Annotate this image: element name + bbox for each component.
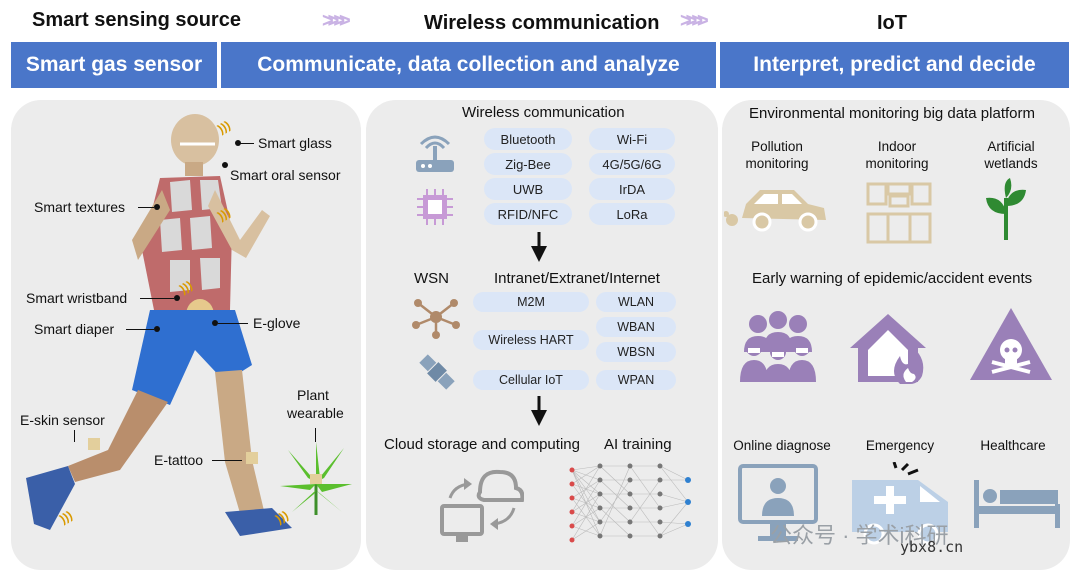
monitoring-label: Pollution monitoring — [738, 138, 816, 172]
protocol-pill: RFID/NFC — [484, 203, 572, 225]
protocol-pill: IrDA — [589, 178, 675, 200]
ambulance-icon — [852, 462, 948, 545]
neural-network-icon — [569, 463, 691, 543]
pointer-line — [315, 428, 316, 442]
ai-title: AI training — [604, 436, 672, 453]
group-masks-icon — [740, 311, 816, 382]
warning-title: Early warning of epidemic/accident event… — [752, 270, 1033, 287]
label-smart-diaper: Smart diaper — [34, 321, 115, 337]
hazard-skull-icon — [970, 308, 1052, 380]
protocol-pill: UWB — [484, 178, 572, 200]
pointer-line — [74, 430, 75, 442]
router-icon — [416, 135, 454, 172]
cloud-title: Cloud storage and computing — [384, 436, 580, 453]
network-node-icon — [412, 299, 460, 339]
car-pollution-icon — [724, 190, 826, 232]
label-e-skin-sensor: E-skin sensor — [20, 412, 105, 428]
iot-title: IoT — [877, 12, 907, 34]
network-title: Intranet/Extranet/Internet — [494, 270, 660, 287]
header-right: Interpret, predict and decide — [720, 42, 1069, 88]
chevron-arrow-icon: >>>> — [680, 10, 709, 32]
protocol-pill: Bluetooth — [484, 128, 572, 150]
down-arrow-icon — [531, 396, 547, 426]
hospital-bed-icon — [974, 480, 1060, 528]
service-label: Healthcare — [980, 438, 1046, 453]
header-middle: Communicate, data collection and analyze — [221, 42, 716, 88]
down-arrow-icon — [531, 232, 547, 262]
network-pill: Wireless HART — [473, 330, 589, 350]
house-fire-icon — [850, 314, 926, 384]
source-title: Smart sensing source — [32, 9, 241, 31]
network-pill: WLAN — [596, 292, 676, 312]
network-pill: WPAN — [596, 370, 676, 390]
protocol-pill: Wi-Fi — [589, 128, 675, 150]
watermark-site: ybx8.cn — [900, 538, 964, 556]
wireless-section-title: Wireless communication — [462, 104, 625, 121]
header-left: Smart gas sensor — [11, 42, 217, 88]
pointer-dot — [154, 204, 160, 210]
pointer-dot — [154, 326, 160, 332]
label-plant: Plant — [297, 387, 329, 403]
pointer-line — [140, 298, 174, 299]
indoor-furniture-icon — [866, 182, 932, 244]
monitoring-label: Artificial wetlands — [972, 138, 1050, 172]
monitoring-line: wetlands — [984, 156, 1038, 171]
chip-icon — [417, 189, 453, 225]
chevron-arrow-icon: >>>> — [322, 10, 351, 32]
network-pill: WBSN — [596, 342, 676, 362]
satellite-icon — [419, 354, 455, 390]
cloud-computing-icon — [440, 469, 524, 542]
monitoring-line: monitoring — [745, 156, 809, 171]
label-smart-wristband: Smart wristband — [26, 290, 128, 306]
service-label: Online diagnose — [733, 438, 831, 453]
pointer-dot — [174, 295, 180, 301]
label-e-tattoo: E-tattoo — [154, 452, 204, 468]
monitoring-line: monitoring — [865, 156, 929, 171]
protocol-pill: Zig-Bee — [484, 153, 572, 175]
watermark-text: 公众号 · 学术i科研 — [770, 523, 949, 548]
plant-sprout-icon — [986, 178, 1026, 240]
protocol-pill: 4G/5G/6G — [589, 153, 675, 175]
network-pill: Cellular IoT — [473, 370, 589, 390]
monitoring-line: Pollution — [751, 139, 803, 154]
network-pill: M2M — [473, 292, 589, 312]
label-smart-glass: Smart glass — [258, 135, 332, 151]
pointer-dot — [235, 140, 241, 146]
pointer-dot — [222, 162, 228, 168]
label-smart-textures: Smart textures — [34, 199, 126, 215]
platform-title: Environmental monitoring big data platfo… — [749, 105, 1035, 122]
monitoring-label: Indoor monitoring — [858, 138, 936, 172]
service-label: Emergency — [865, 438, 935, 453]
pointer-line — [138, 207, 154, 208]
pointer-dot — [212, 320, 218, 326]
label-e-glove: E-glove — [253, 315, 301, 331]
label-wearable: wearable — [287, 405, 344, 421]
pointer-line — [126, 329, 154, 330]
wsn-label: WSN — [414, 270, 449, 287]
wireless-title: Wireless communication — [424, 12, 660, 34]
pointer-line — [212, 460, 242, 461]
runner-figure — [26, 114, 292, 536]
online-doctor-icon — [738, 464, 818, 541]
pointer-line — [218, 323, 248, 324]
plant-icon — [280, 442, 352, 515]
network-pill: WBAN — [596, 317, 676, 337]
pointer-line — [240, 143, 254, 144]
monitoring-line: Artificial — [987, 139, 1035, 154]
monitoring-line: Indoor — [877, 139, 917, 154]
label-smart-oral-sensor: Smart oral sensor — [230, 167, 341, 183]
protocol-pill: LoRa — [589, 203, 675, 225]
